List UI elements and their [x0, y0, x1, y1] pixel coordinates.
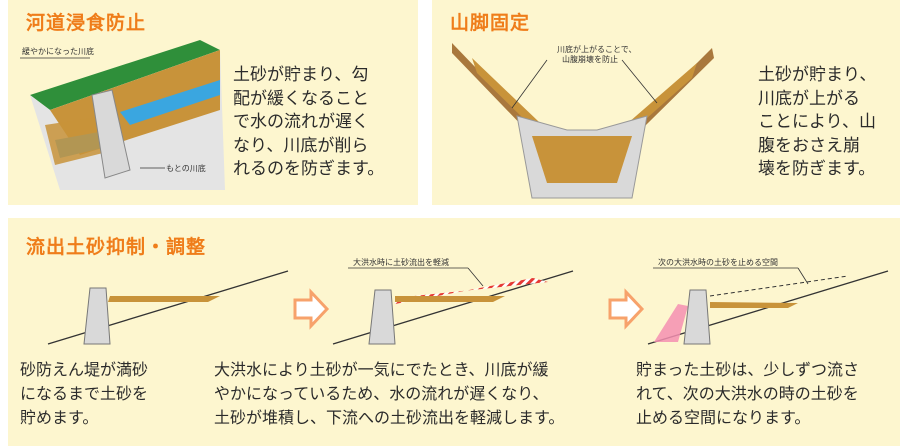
check-dam — [368, 289, 396, 345]
caption-stage-3: 貯まった土砂は、少しずつ流さ れて、次の大洪水の時の土砂を 止める空間になります… — [636, 360, 860, 427]
arrow-icon — [293, 288, 330, 330]
label-reduce: 大洪水時に土砂流出を軽減 — [353, 257, 449, 267]
sediment-fill — [108, 296, 220, 302]
panel-title: 河道浸食防止 — [26, 12, 147, 34]
hatched-deposit — [395, 278, 548, 304]
label-gentle-bed: 緩やかになった川底 — [22, 46, 94, 56]
panel-sediment-outflow: 流出土砂抑制・調整 大洪水時に土砂流出を軽減 — [8, 218, 900, 446]
check-dam — [83, 287, 111, 345]
sediment-fill — [710, 302, 798, 308]
annotation-line-2: 山腹崩壊を防止 — [562, 54, 618, 64]
check-dam — [683, 289, 711, 345]
dam-stage-3: 次の大洪水時の土砂を止める空間 — [647, 257, 889, 345]
river-illustration: 緩やかになった川底 もとの川底 — [20, 40, 225, 190]
check-dam — [91, 89, 131, 179]
panel-mountain-foot: 山脚固定 川底が上がることで、 山腹崩壊を防止 土砂が貯まり、 川底が上がる こ… — [432, 0, 900, 205]
water-stream — [120, 80, 220, 125]
caption-stage-1: 砂防えん堤が満砂 になるまで土砂を 貯めます。 — [20, 360, 149, 427]
panel-river-erosion: 河道浸食防止 緩やかになった川底 もとの川底 土砂が貯まり、勾 配が緩くなること… — [8, 0, 418, 205]
label-space: 次の大洪水時の土砂を止める空間 — [658, 257, 778, 267]
panel-river-body: 土砂が貯まり、勾 配が緩くなること で水の流れが遅く なり、川底が削ら れるのを… — [233, 65, 385, 179]
grass-slope — [30, 40, 220, 110]
mountain-illustration: 川底が上がることで、 山腹崩壊を防止 — [452, 43, 714, 199]
panel-title: 山脚固定 — [450, 12, 531, 34]
panel-mountain-body: 土砂が貯まり、 川底が上がる ことにより、山 腹をおさえ崩 壊を防ぎます。 — [758, 65, 877, 179]
dam-stage-2: 大洪水時に土砂流出を軽減 — [332, 257, 574, 345]
arrow-icon — [608, 288, 645, 330]
released-sediment — [654, 304, 688, 342]
annotation-line-1: 川底が上がることで、 — [557, 44, 636, 54]
panel-title: 流出土砂抑制・調整 — [26, 236, 207, 258]
caption-stage-2: 大洪水により土砂が一気にでたとき、川底が緩 やかになっているため、水の流れが遅く… — [214, 360, 565, 427]
dam-stage-1 — [47, 270, 289, 345]
label-original-bed: もとの川底 — [166, 163, 206, 173]
channel-sediment — [532, 136, 632, 183]
